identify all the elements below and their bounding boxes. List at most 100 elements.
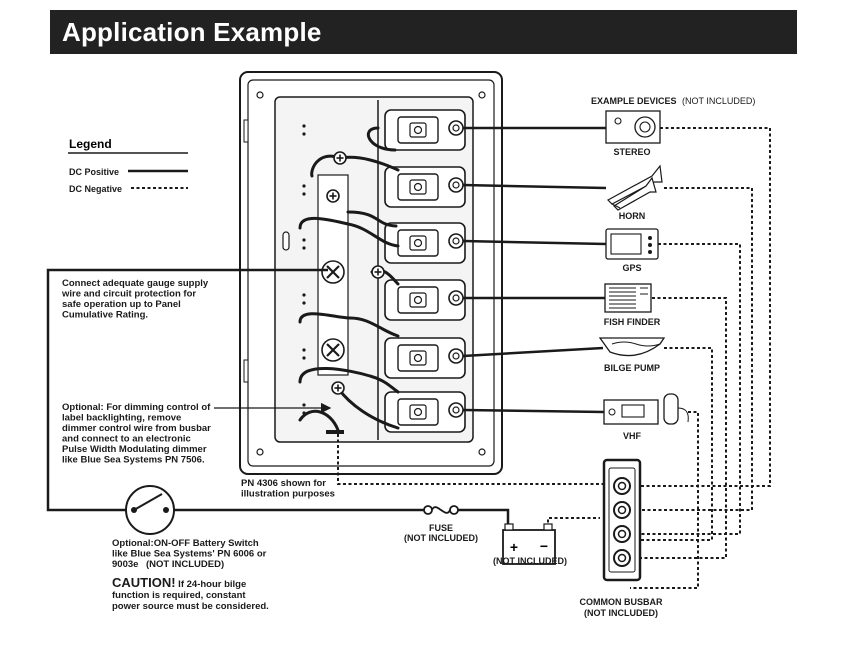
- device-label: STEREO: [613, 147, 650, 157]
- device-negative-wire: [630, 127, 771, 487]
- device-bilge-pump: BILGE PUMP: [598, 337, 666, 373]
- battery-switch: [125, 485, 175, 535]
- switch-output-terminal-nut: [452, 237, 460, 245]
- caution-line: function is required, constant: [112, 590, 246, 601]
- common-busbar: COMMON BUSBAR (NOT INCLUDED): [580, 458, 663, 618]
- switch-output-terminal: [448, 348, 464, 364]
- rocker-switch: [384, 391, 466, 433]
- legend-negative-label: DC Negative: [69, 184, 122, 194]
- panel-dot: [302, 403, 306, 407]
- caution-line: power source must be considered.: [112, 601, 269, 612]
- common-busbar-body: [602, 458, 642, 582]
- device-wires: [462, 126, 771, 589]
- common-busbar-label: COMMON BUSBAR: [580, 597, 663, 607]
- note-line: dimmer control wire from busbar: [62, 423, 211, 434]
- panel-internal-wires: [298, 126, 400, 432]
- panel-dot: [302, 132, 306, 136]
- fuse-to-battery-wire: [458, 508, 510, 528]
- device-gps: GPS: [605, 228, 659, 273]
- device-negative-wire: [630, 187, 753, 511]
- device-fish-finder: FISH FINDER: [604, 283, 661, 327]
- title-bar: Application Example: [50, 10, 797, 54]
- device-label: GPS: [622, 263, 641, 273]
- device-list: STEREO HORN GPS FISH FINDER BILGE PUMP VHF: [598, 110, 689, 441]
- panel-wire: [298, 216, 400, 248]
- stereo-icon: [605, 110, 661, 144]
- breaker-button-ring: [413, 353, 423, 363]
- devices-heading: EXAMPLE DEVICES (NOT INCLUDED): [591, 96, 755, 106]
- breaker-button: [409, 235, 427, 251]
- panel-dot: [302, 246, 306, 250]
- note-line: wire and circuit protection for: [61, 289, 196, 300]
- note-line: 9003e: [112, 559, 138, 570]
- panel-screw-bottom-right: [478, 448, 486, 456]
- switch-output-terminal-nut: [452, 294, 460, 302]
- battery-minus-symbol: −: [540, 538, 548, 554]
- note-line: label backlighting, remove: [62, 413, 181, 424]
- breaker-button: [409, 179, 427, 195]
- panel-dot: [302, 192, 306, 196]
- panel-wire: [298, 312, 400, 338]
- panel-dot: [302, 348, 306, 352]
- breaker-button-ring: [413, 238, 423, 248]
- device-horn: HORN: [607, 164, 663, 221]
- vhf-radio-icon: [603, 393, 689, 425]
- busbar-terminal: [613, 549, 631, 567]
- busbar-terminal: [613, 501, 631, 519]
- device-positive-wire: [462, 346, 604, 358]
- switch-output-terminal: [448, 233, 464, 249]
- fuse-label: FUSE: [429, 523, 453, 533]
- battery-body: [502, 529, 556, 565]
- busbar-terminal: [613, 525, 631, 543]
- device-label: BILGE PUMP: [604, 363, 660, 373]
- panel-screw-top-right: [478, 91, 486, 99]
- stud-slot: [326, 343, 340, 357]
- device-vhf: VHF: [603, 393, 689, 441]
- panel-screw-bottom-left: [256, 448, 264, 456]
- device-negative-wire: [630, 411, 699, 589]
- devices-heading-text: EXAMPLE DEVICES: [591, 96, 677, 106]
- legend: Legend DC Positive DC Negative: [68, 137, 188, 194]
- device-positive-wire: [462, 239, 607, 246]
- fuse-terminal-left: [423, 505, 433, 515]
- battery-switch-not-included: (NOT INCLUDED): [146, 559, 224, 570]
- device-label: FISH FINDER: [604, 317, 661, 327]
- external-wiring: [46, 268, 612, 528]
- device-positive-wire: [462, 408, 605, 414]
- caution-line: If 24-hour bilge: [176, 579, 247, 590]
- rocker-switch: [384, 109, 466, 151]
- breaker-button-ring: [413, 407, 423, 417]
- rocker-switch: [384, 222, 466, 264]
- legend-positive-label: DC Positive: [69, 167, 119, 177]
- device-negative-wire: [630, 243, 741, 535]
- switch-output-terminal-nut: [452, 352, 460, 360]
- panel-wire: [346, 210, 398, 228]
- battery-plus-symbol: +: [510, 539, 518, 555]
- switch-output-terminal: [448, 120, 464, 136]
- battery-negative-wire: [547, 517, 600, 528]
- note-line: Optional: For dimming control of: [62, 402, 211, 413]
- rocker-switch: [384, 337, 466, 379]
- stud-slot: [326, 265, 340, 279]
- note-line: like Blue Sea Systems' PN 6006 or: [112, 549, 267, 560]
- breaker-button-ring: [413, 295, 423, 305]
- note-line: and connect to an electronic: [62, 434, 191, 445]
- breaker-button: [409, 350, 427, 366]
- breaker-button-ring: [413, 125, 423, 135]
- caution-first-line: CAUTION! If 24-hour bilge: [112, 575, 246, 590]
- panel-dot: [302, 124, 306, 128]
- fuse-note: (NOT INCLUDED): [404, 533, 478, 543]
- fuse-terminal-right: [449, 505, 459, 515]
- common-busbar-inner: [608, 467, 636, 573]
- switch-output-terminal: [448, 290, 464, 306]
- panel-dot: [302, 293, 306, 297]
- breaker-button: [409, 122, 427, 138]
- panel-dot: [302, 238, 306, 242]
- panel-hinge-bottom: [243, 359, 249, 383]
- panel-dot: [302, 356, 306, 360]
- device-negative-wire: [630, 297, 727, 559]
- note-line: Cumulative Rating.: [62, 310, 148, 321]
